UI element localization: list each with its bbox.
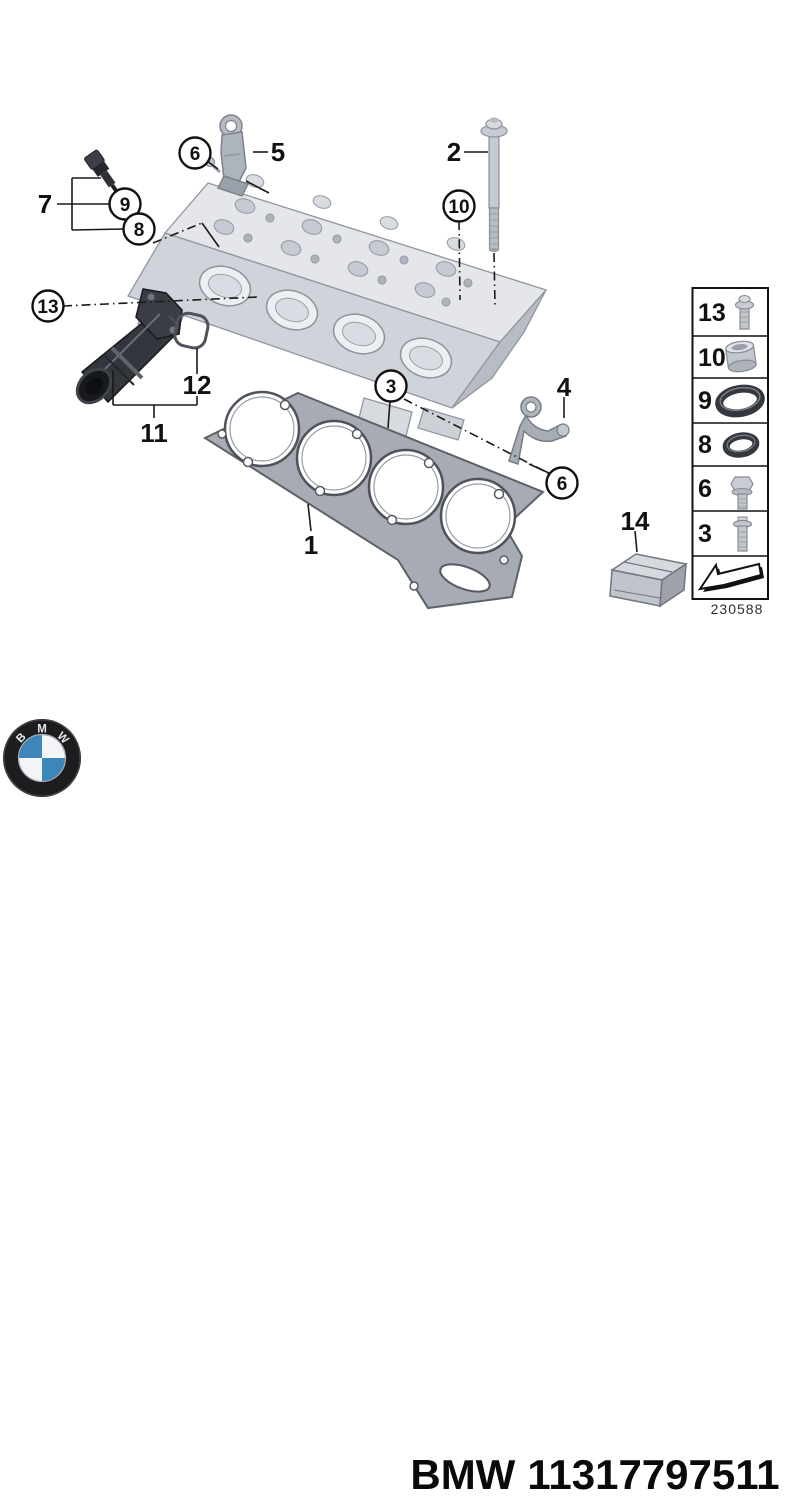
profile-gasket-part xyxy=(168,311,210,350)
label-5: 5 xyxy=(271,137,285,167)
head-gasket-part xyxy=(202,390,545,610)
callout-9-label: 9 xyxy=(120,195,131,216)
gasket-timing-slot xyxy=(439,563,491,593)
panel-row-13-label: 13 xyxy=(698,299,726,327)
parts-diagram-stage: 6 9 8 13 10 3 6 7 5 2 12 11 xyxy=(31,114,769,617)
o-ring-small-icon xyxy=(722,432,760,458)
panel-row-6-label: 6 xyxy=(698,475,712,503)
callout-3: 3 xyxy=(374,369,408,403)
head-intake-ports xyxy=(198,265,453,379)
panel-row-3: 3 xyxy=(698,516,753,552)
label-1: 1 xyxy=(304,530,318,560)
label-14: 14 xyxy=(621,506,650,536)
panel-row-dividers xyxy=(692,335,768,557)
label-4: 4 xyxy=(557,372,572,402)
leader-lines xyxy=(57,151,638,553)
callout-6-right: 6 xyxy=(545,466,579,500)
panel-row-8: 8 xyxy=(698,431,760,459)
gasket-cylinder-bores xyxy=(223,390,517,555)
callout-8: 8 xyxy=(122,212,156,246)
small-parts-panel: 13 10 9 xyxy=(691,287,769,617)
callout-6-top: 6 xyxy=(178,136,212,170)
callout-13: 13 xyxy=(31,289,65,323)
hex-flange-bolt-icon xyxy=(730,476,754,510)
panel-row-9: 9 xyxy=(698,384,765,418)
circled-callouts: 6 9 8 13 10 3 6 xyxy=(31,136,579,500)
callout-6-right-label: 6 xyxy=(557,474,568,495)
panel-row-8-label: 8 xyxy=(698,431,712,459)
label-12: 12 xyxy=(183,370,212,400)
callout-8-label: 8 xyxy=(134,220,145,241)
panel-row-10: 10 xyxy=(698,340,757,373)
gasket-bolt-holes xyxy=(217,399,509,591)
direction-arrow-icon xyxy=(697,562,764,592)
callout-10: 10 xyxy=(442,189,476,223)
o-ring-large-icon xyxy=(715,384,765,418)
panel-row-3-label: 3 xyxy=(698,520,712,548)
head-bolt-part xyxy=(480,117,508,252)
plain-labels: 7 5 2 12 11 1 4 14 xyxy=(38,137,650,560)
diagram-number: 230588 xyxy=(711,601,764,617)
label-2: 2 xyxy=(447,137,461,167)
label-11: 11 xyxy=(140,418,168,448)
cylinder-head-part xyxy=(127,174,548,441)
flange-bolt-long-icon xyxy=(732,516,753,552)
panel-row-13: 13 xyxy=(698,295,755,330)
flange-bolt-short-icon xyxy=(734,295,755,330)
panel-row-10-label: 10 xyxy=(698,344,726,372)
head-valvetrain-detail xyxy=(213,198,473,307)
panel-row-9-label: 9 xyxy=(698,387,712,415)
svg-text:M: M xyxy=(37,724,47,736)
brand-text: BMW xyxy=(410,1451,516,1498)
callout-9: 9 xyxy=(108,187,142,221)
label-7: 7 xyxy=(38,189,52,219)
callout-13-label: 13 xyxy=(37,297,58,318)
callout-3-label: 3 xyxy=(386,377,397,398)
panel-row-6: 6 xyxy=(698,475,754,510)
dowel-sleeve-icon xyxy=(725,340,757,373)
coolant-pipe-part xyxy=(75,288,183,405)
bmw-logo: B M W xyxy=(3,719,81,797)
exploded-parts-drawing: 6 9 8 13 10 3 6 7 5 2 12 11 xyxy=(31,114,769,617)
part-number-text: 11317797511 xyxy=(527,1451,780,1498)
gasket-set-box-part xyxy=(609,553,688,608)
callout-6-top-label: 6 xyxy=(190,144,201,165)
support-bracket-part xyxy=(508,396,570,465)
bracket-bolt xyxy=(556,423,570,437)
temperature-sensor-part xyxy=(84,149,118,192)
leader-lines-dashdot xyxy=(62,220,551,475)
head-cam-towers xyxy=(245,174,466,251)
callout-10-label: 10 xyxy=(448,197,469,218)
